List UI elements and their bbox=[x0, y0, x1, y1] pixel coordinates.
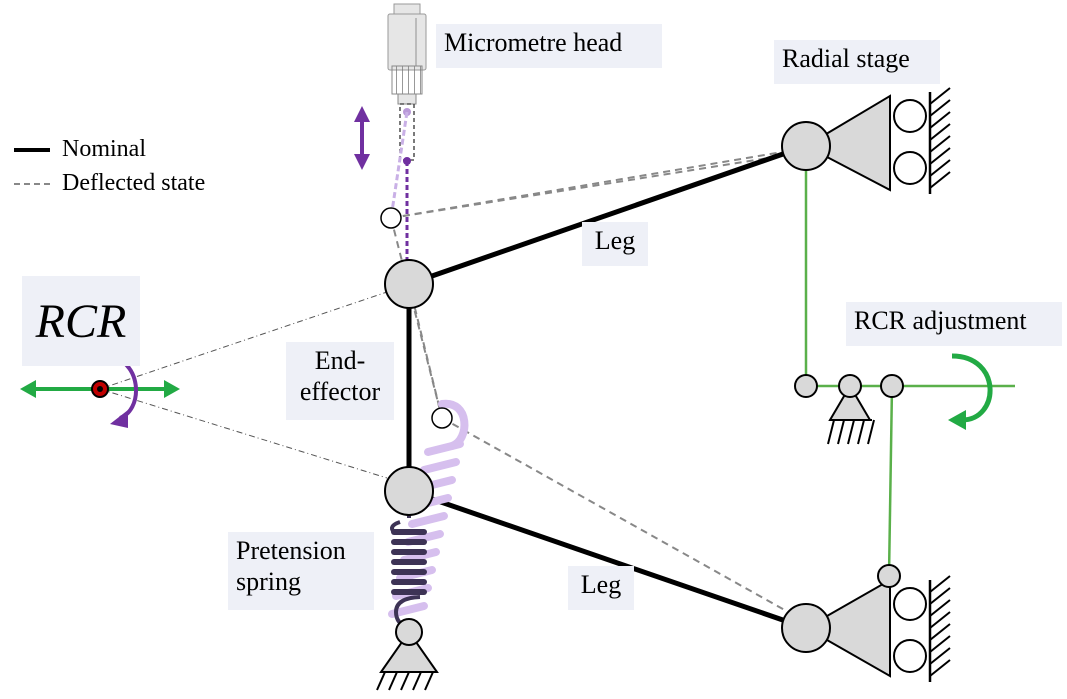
rcr-adjustment-label: RCR adjustment bbox=[846, 302, 1062, 346]
end-effector-line2: effector bbox=[299, 376, 381, 406]
legend bbox=[14, 148, 50, 185]
end-effector-label: End- effector bbox=[286, 342, 394, 420]
upper-leg-label: Leg bbox=[582, 222, 648, 266]
pretension-line1: Pretension bbox=[236, 536, 346, 565]
radial-stage-upper-icon bbox=[781, 87, 951, 194]
deflected-state-lines bbox=[390, 147, 807, 623]
ground-pivot-bottom bbox=[376, 618, 439, 691]
micrometre-head-icon bbox=[387, 3, 427, 165]
lower-leg-label: Leg bbox=[568, 566, 634, 610]
lower-joint bbox=[384, 466, 434, 516]
micrometre-motion-arrow bbox=[354, 106, 370, 170]
legend-deflected-label: Deflected state bbox=[62, 170, 206, 196]
rcr-point-icon bbox=[20, 356, 180, 428]
upper-joint bbox=[384, 259, 434, 309]
deflected-lower-joint bbox=[431, 407, 453, 429]
rcr-label: RCR bbox=[22, 276, 140, 366]
lower-leg bbox=[408, 488, 807, 631]
legend-nominal-label: Nominal bbox=[62, 136, 146, 162]
pretension-spring-icon bbox=[390, 491, 427, 630]
pretension-spring-label: Pretension spring bbox=[228, 532, 374, 610]
micrometre-head-label: Micrometre head bbox=[436, 24, 662, 68]
radial-stage-lower-icon bbox=[781, 564, 951, 682]
nominal-links bbox=[406, 143, 807, 631]
upper-leg bbox=[408, 143, 807, 287]
pretension-line2: spring bbox=[236, 566, 301, 596]
deflected-micrometre-rod bbox=[389, 111, 409, 219]
radial-stage-label: Radial stage bbox=[774, 40, 940, 84]
end-effector-line1: End- bbox=[314, 346, 366, 375]
deflected-upper-joint bbox=[380, 207, 402, 229]
rcr-adjustment-mechanism bbox=[794, 374, 904, 445]
rotation-arrow-icon bbox=[948, 353, 993, 430]
rcr-projection-lines bbox=[99, 291, 388, 479]
